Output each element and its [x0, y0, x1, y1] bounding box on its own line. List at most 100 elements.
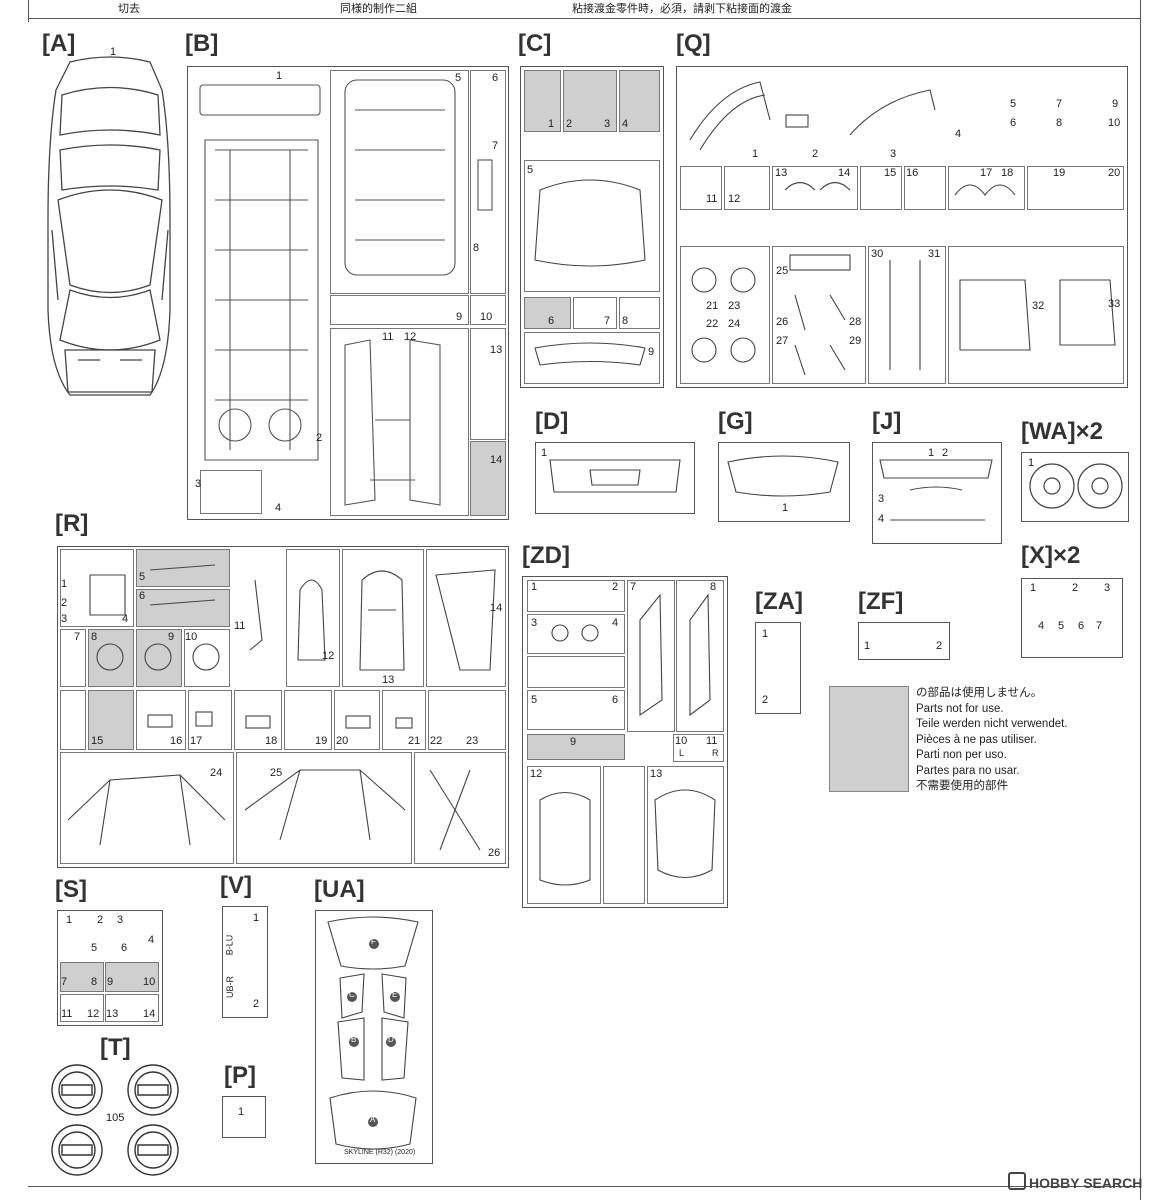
frame-right: [1140, 0, 1141, 1200]
part-number: 18: [265, 735, 278, 747]
part-number: 10: [1108, 117, 1121, 129]
part-number: 10: [675, 735, 688, 747]
part-number: 15: [91, 735, 104, 747]
part-number: 4: [148, 934, 155, 946]
part-number: 9: [1112, 98, 1119, 110]
part-number: 23: [728, 300, 741, 312]
part-number: 5: [1010, 98, 1017, 110]
part-number: 2: [97, 914, 104, 926]
r-cell-19: [284, 690, 332, 750]
part-number: 9: [107, 976, 114, 988]
sprue-label-a: [A]: [42, 30, 76, 57]
ua-letter: D: [388, 1035, 394, 1044]
r-cell-7: [60, 629, 86, 687]
part-number: 4: [622, 118, 629, 130]
watermark-text: HOBBY SEARCH: [1029, 1175, 1143, 1191]
legend-line: の部品は使用しません。: [916, 687, 1043, 699]
part-number: 25: [270, 767, 283, 779]
part-number: 1: [66, 914, 73, 926]
part-number: 3: [890, 148, 897, 160]
part-number: 1: [238, 1106, 245, 1118]
part-number: 14: [143, 1008, 156, 1020]
q-cell-11: [680, 166, 722, 210]
watermark: HOBBY SEARCH: [1008, 1172, 1142, 1191]
c-cell-9: [524, 332, 660, 384]
part-number: 7: [61, 976, 68, 988]
part-number: 4: [612, 617, 619, 629]
part-side-left: L: [679, 748, 685, 758]
legend-line: 不需要使用的部件: [916, 780, 1008, 792]
r-cell-21: [382, 690, 426, 750]
part-number: 5: [455, 72, 462, 84]
part-number: 1: [928, 447, 935, 459]
part-number: 8: [1056, 117, 1063, 129]
sprue-x: [1021, 578, 1123, 658]
part-number: 6: [612, 694, 619, 706]
part-number: 105: [106, 1112, 125, 1124]
part-number: 2: [942, 447, 949, 459]
part-number: 12: [530, 768, 543, 780]
ua-footer: SKYLINE (R32) (2020): [344, 1149, 416, 1156]
sprue-label-b: [B]: [185, 30, 219, 57]
s-cell-7-8: [60, 962, 104, 992]
part-number: 29: [849, 335, 862, 347]
part-number: 10: [480, 311, 493, 323]
zd-cell-9: [527, 734, 625, 760]
part-number: 26: [776, 316, 789, 328]
part-number: 7: [1056, 98, 1063, 110]
part-number: 2: [253, 998, 260, 1010]
part-number: 1: [1030, 582, 1037, 594]
ua-letter: B: [351, 1035, 357, 1044]
b-cell-10: [470, 295, 506, 325]
sprue-zf: [858, 622, 950, 660]
sprue-label-x: [X]×2: [1021, 542, 1081, 569]
part-number: 16: [906, 167, 919, 179]
part-number: 13: [490, 344, 503, 356]
part-number: 10: [143, 976, 156, 988]
part-number: 2: [61, 597, 68, 609]
zd-cell-13: [647, 766, 724, 904]
part-number: 1: [253, 912, 260, 924]
r-cell-13: [342, 549, 424, 687]
r-cell-9: [136, 629, 182, 687]
zd-cell-5-6: [527, 690, 625, 730]
r-cell-12: [286, 549, 340, 687]
q-cell-15: [860, 166, 902, 210]
part-number: 25: [776, 265, 789, 277]
part-number: 13: [650, 768, 663, 780]
part-number: 2: [1072, 582, 1079, 594]
watermark-icon: [1008, 1172, 1026, 1190]
part-number: 4: [955, 128, 962, 140]
sprue-ua: [315, 910, 433, 1164]
part-number: 9: [570, 736, 577, 748]
header-right: 粘接渡金零件時，必須，請剥下粘接面的渡金: [572, 2, 792, 15]
sprue-label-t: [T]: [100, 1034, 131, 1061]
part-number: 12: [87, 1008, 100, 1020]
zd-cell-3-4: [527, 614, 625, 654]
r-cell-14: [426, 549, 506, 687]
zd-cell-1-2: [527, 580, 625, 612]
sprue-label-p: [P]: [224, 1062, 256, 1089]
part-number: 15: [884, 167, 897, 179]
part-number: 23: [466, 735, 479, 747]
part-number: 4: [275, 502, 282, 514]
q-cell-16: [904, 166, 946, 210]
part-number: 7: [1096, 620, 1103, 632]
header-center: 同様的制作二組: [340, 2, 417, 15]
q-cell-shafts: [868, 246, 946, 384]
part-number: 10: [185, 631, 198, 643]
legend-line: Pièces à ne pas utiliser.: [916, 733, 1037, 746]
b-cell-14-unused: [470, 441, 506, 516]
part-number: 11: [234, 620, 246, 632]
legend-line: Parts not for use.: [916, 702, 1004, 715]
part-number: 1: [61, 578, 68, 590]
part-number: 1: [548, 118, 555, 130]
ua-letter: A: [370, 1115, 376, 1124]
part-number: 20: [336, 735, 349, 747]
part-number: 1: [752, 148, 759, 160]
part-number: 4: [122, 613, 129, 625]
part-number: 14: [838, 167, 851, 179]
part-number: 2: [936, 640, 943, 652]
part-number: 1: [782, 502, 789, 514]
part-number: 5: [91, 942, 98, 954]
